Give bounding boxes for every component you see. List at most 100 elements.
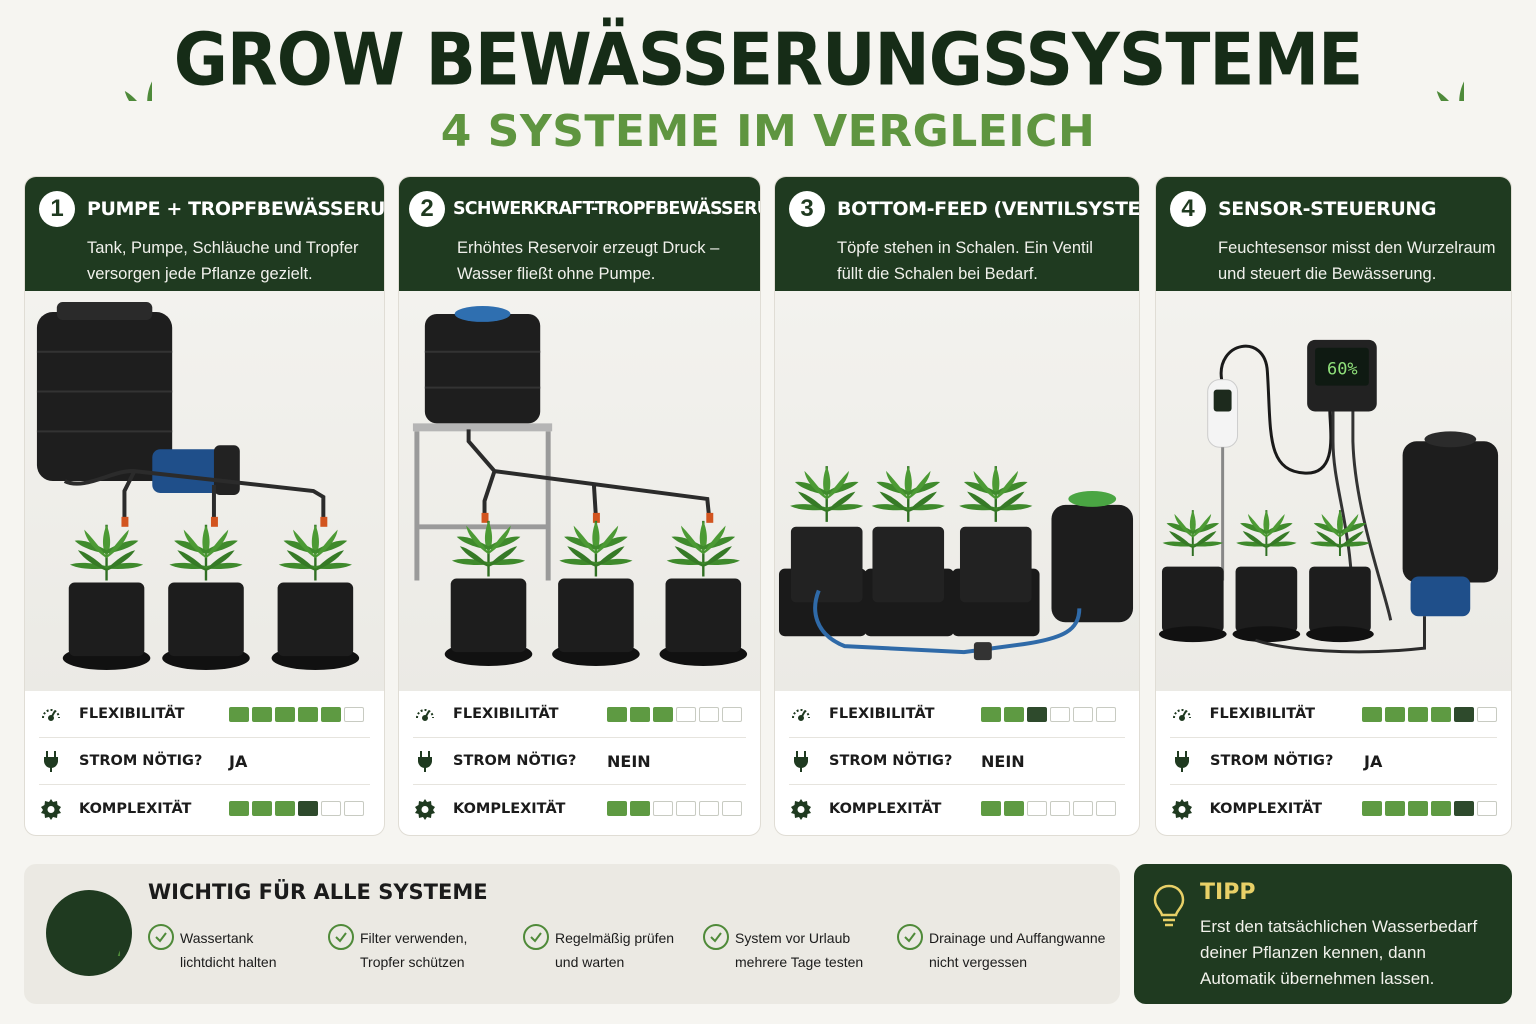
flexibility-icon (789, 702, 829, 726)
check-icon (703, 924, 729, 950)
flexibility-bar (981, 706, 1116, 722)
check-icon (897, 924, 923, 950)
stat-label: FLEXIBILITÄT (829, 706, 935, 722)
rating-segment (344, 706, 364, 722)
rating-segment (1454, 801, 1474, 816)
tip-item: Filter verwenden,Tropfer schützen (328, 924, 523, 974)
card-number: 4 (1170, 191, 1206, 227)
stats: FLEXIBILITÄT STROM NÖTIG? NEIN KOMPLEXIT… (775, 691, 1139, 832)
card-description: Töpfe stehen in Schalen. Ein Ventil füll… (837, 235, 1125, 287)
card-description-line: Feuchtesensor misst den Wurzelraum (1218, 239, 1496, 257)
rating-segment (298, 801, 318, 816)
stat-power: STROM NÖTIG? NEIN (789, 738, 1125, 785)
stat-flexibility: FLEXIBILITÄT (39, 691, 370, 738)
cannabis-leaf-icon (1384, 17, 1464, 101)
stat-flexibility: FLEXIBILITÄT (413, 691, 746, 738)
tipp-panel: TIPP Erst den tatsächlichen Wasserbedarf… (1134, 864, 1512, 1004)
flexibility-bar (607, 706, 742, 722)
rating-segment (1027, 706, 1047, 722)
header: GROW BEWÄSSERUNGSSYSTEME 4 SYSTEME IM VE… (0, 14, 1536, 157)
card-description-line: Töpfe stehen in Schalen. Ein Ventil (837, 239, 1093, 257)
stat-flexibility: FLEXIBILITÄT (789, 691, 1125, 738)
card-header: 4 SENSOR-STEUERUNG Feuchtesensor misst d… (1156, 177, 1511, 291)
rating-segment (1027, 801, 1047, 816)
stats: FLEXIBILITÄT STROM NÖTIG? NEIN KOMPLEXIT… (399, 691, 760, 832)
card-description-line: Wasser fließt ohne Pumpe. (457, 265, 656, 283)
stat-power: STROM NÖTIG? JA (1170, 738, 1497, 785)
stat-flexibility: FLEXIBILITÄT (1170, 691, 1497, 738)
gear-icon (1170, 797, 1210, 821)
system-card-4: 4 SENSOR-STEUERUNG Feuchtesensor misst d… (1155, 176, 1512, 836)
stat-label: STROM NÖTIG? (1210, 753, 1334, 769)
stat-complexity: KOMPLEXITÄT (413, 785, 746, 832)
tip-text: Wassertank (180, 930, 254, 946)
info-badge (46, 890, 132, 976)
rating-segment (981, 706, 1001, 722)
rating-segment (1431, 706, 1451, 722)
rating-segment (321, 706, 341, 722)
stats: FLEXIBILITÄT STROM NÖTIG? JA KOMPLEXITÄT (1156, 691, 1511, 832)
stat-label: STROM NÖTIG? (453, 753, 577, 769)
tip-text: Tropfer schützen (360, 954, 465, 970)
rating-segment (1073, 801, 1093, 816)
stat-label: KOMPLEXITÄT (829, 800, 942, 817)
rating-segment (1477, 801, 1497, 816)
pump-drip-illustration (25, 291, 384, 691)
rating-segment (699, 706, 719, 722)
rating-segment (275, 801, 295, 816)
card-description: Feuchtesensor misst den Wurzelraum und s… (1218, 235, 1497, 287)
stat-label: KOMPLEXITÄT (79, 800, 192, 817)
stat-label: KOMPLEXITÄT (453, 800, 566, 817)
rating-segment (1408, 801, 1428, 816)
card-title: SCHWERKRAFT-TROPFBEWÄSSERUNG (453, 199, 760, 219)
complexity-bar (229, 801, 364, 816)
check-icon (148, 924, 174, 950)
rating-segment (275, 706, 295, 722)
flexibility-icon (413, 702, 453, 726)
system-card-2: 2 SCHWERKRAFT-TROPFBEWÄSSERUNG Erhöhtes … (398, 176, 761, 836)
check-icon (523, 924, 549, 950)
power-value: NEIN (607, 751, 651, 771)
lightbulb-icon (1153, 884, 1185, 927)
complexity-bar (607, 801, 742, 816)
power-plug-icon (1170, 749, 1210, 773)
rating-segment (1050, 801, 1070, 816)
rating-segment (1004, 801, 1024, 816)
stat-power: STROM NÖTIG? JA (39, 738, 370, 785)
rating-segment (630, 801, 650, 816)
rating-segment (321, 801, 341, 816)
rating-segment (1096, 706, 1116, 722)
cannabis-leaf-icon (72, 17, 152, 101)
rating-segment (252, 706, 272, 722)
rating-segment (1454, 706, 1474, 722)
card-description-line: versorgen jede Pflanze gezielt. (87, 265, 313, 283)
stat-label: FLEXIBILITÄT (79, 706, 185, 722)
rating-segment (1408, 706, 1428, 722)
tip-text: Drainage und Auffangwanne (929, 930, 1106, 946)
rating-segment (252, 801, 272, 816)
card-description-line: und steuert die Bewässerung. (1218, 265, 1437, 283)
stat-label: FLEXIBILITÄT (1209, 706, 1316, 722)
flexibility-bar (1362, 706, 1497, 722)
rating-segment (1096, 801, 1116, 816)
rating-segment (1362, 801, 1382, 816)
bottom-feed-illustration (775, 291, 1139, 691)
cannabis-leaf-icon (58, 910, 120, 956)
card-description-line: Tank, Pumpe, Schläuche und Tropfer (87, 239, 359, 257)
rating-segment (1385, 706, 1405, 722)
rating-segment (1431, 801, 1451, 816)
rating-segment (1004, 706, 1024, 722)
rating-segment (1362, 706, 1382, 722)
card-number: 3 (789, 191, 825, 227)
card-number: 2 (409, 191, 445, 227)
system-card-1: 1 PUMPE + TROPFBEWÄSSERUNG Tank, Pumpe, … (24, 176, 385, 836)
tip-text: mehrere Tage testen (735, 954, 864, 970)
check-icon (328, 924, 354, 950)
rating-segment (1385, 801, 1405, 816)
rating-segment (298, 706, 318, 722)
stat-power: STROM NÖTIG? NEIN (413, 738, 746, 785)
card-description: Tank, Pumpe, Schläuche und Tropfer verso… (87, 235, 370, 287)
gear-icon (789, 797, 829, 821)
